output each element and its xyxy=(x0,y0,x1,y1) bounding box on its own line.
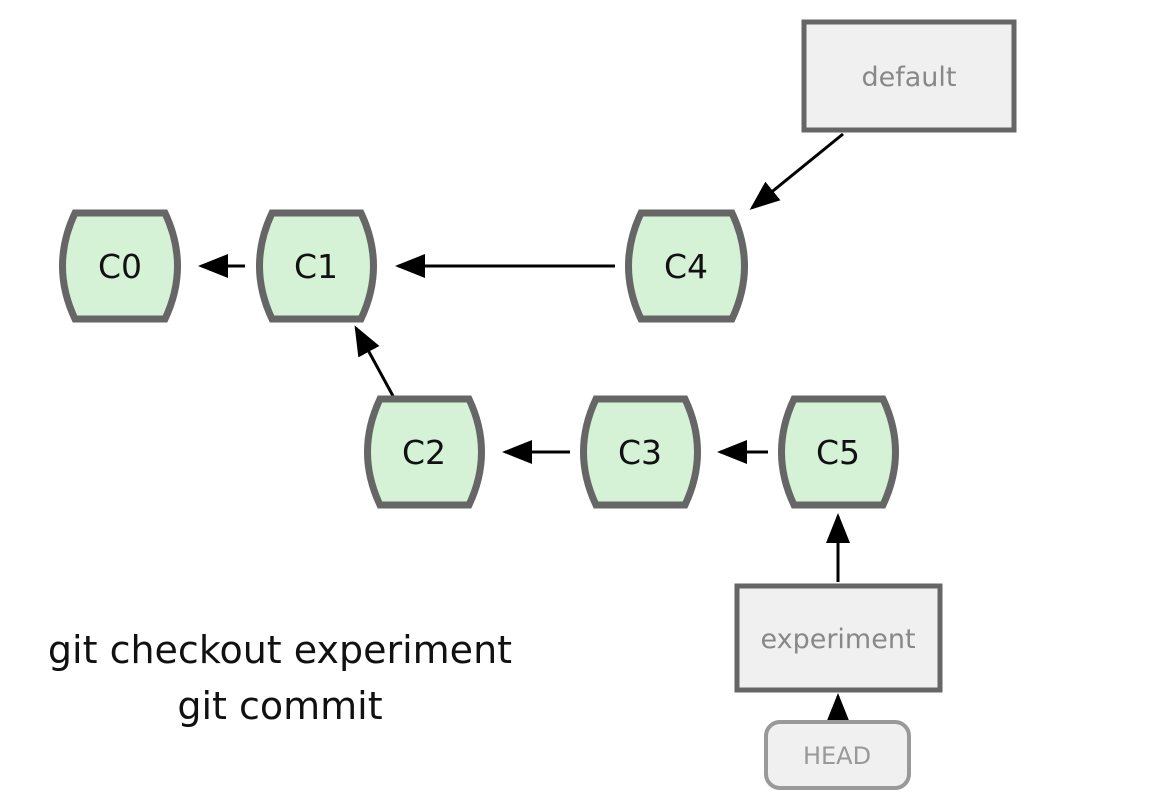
commit-c5: C5 xyxy=(778,395,899,509)
edge-default-c4 xyxy=(749,132,844,210)
commit-c2-label: C2 xyxy=(402,433,446,472)
commit-c2: C2 xyxy=(364,395,485,509)
branch-experiment: experiment xyxy=(734,583,943,693)
branch-default: default xyxy=(801,19,1017,133)
head-pointer: HEAD xyxy=(764,720,911,790)
commit-c0-label: C0 xyxy=(98,247,142,286)
commit-c4: C4 xyxy=(625,209,748,323)
commit-c5-label: C5 xyxy=(816,433,860,472)
commit-c4-label: C4 xyxy=(664,247,708,286)
edge-c2-c1 xyxy=(354,325,395,397)
head-label: HEAD xyxy=(803,742,871,770)
commit-c1-label: C1 xyxy=(294,247,338,286)
commit-c3: C3 xyxy=(580,395,701,509)
branch-experiment-label: experiment xyxy=(760,624,915,655)
branch-default-label: default xyxy=(861,62,956,93)
commit-c3-label: C3 xyxy=(618,433,662,472)
caption-line-1: git checkout experiment xyxy=(47,628,513,672)
caption-line-2: git commit xyxy=(177,684,383,728)
commit-c0: C0 xyxy=(59,209,181,323)
commit-c1: C1 xyxy=(256,209,377,323)
